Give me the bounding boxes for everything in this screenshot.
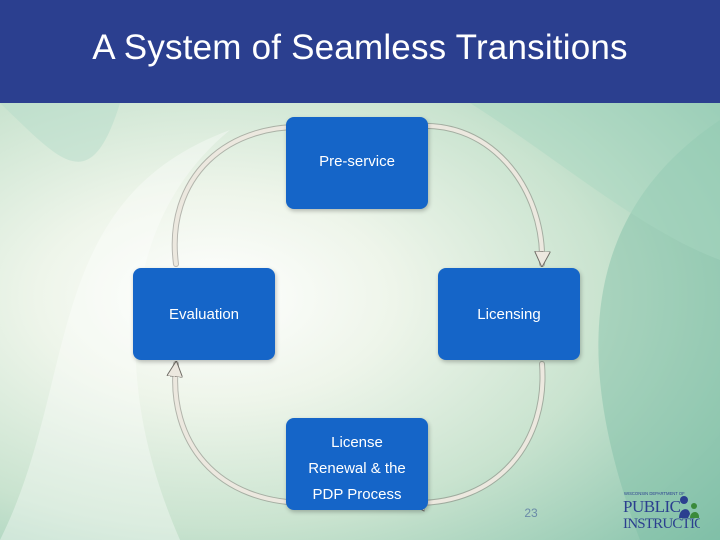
svg-text:WISCONSIN DEPARTMENT OF: WISCONSIN DEPARTMENT OF: [624, 491, 685, 496]
title-bar: A System of Seamless Transitions: [0, 0, 720, 103]
node-license-renewal: License Renewal & the PDP Process: [286, 418, 428, 510]
node-evaluation-label: Evaluation: [168, 305, 240, 323]
slide-title: A System of Seamless Transitions: [92, 28, 628, 67]
arrow-licensing-to-renewal: [409, 361, 546, 507]
node-pre-service: Pre-service: [286, 117, 428, 209]
node-licensing: Licensing: [438, 268, 580, 360]
node-pre-service-label: Pre-service: [319, 153, 395, 170]
svg-text:PUBLIC: PUBLIC: [623, 497, 681, 516]
node-license-renewal-label: License Renewal & the PDP Process: [308, 434, 406, 503]
node-evaluation: Evaluation: [133, 268, 275, 360]
dpi-logo: WISCONSIN DEPARTMENT OF PUBLIC INSTRUCTI…: [623, 491, 700, 532]
svg-text:INSTRUCTION: INSTRUCTION: [623, 516, 700, 532]
page-number: 23: [524, 506, 538, 520]
node-licensing-label: Licensing: [477, 305, 541, 323]
